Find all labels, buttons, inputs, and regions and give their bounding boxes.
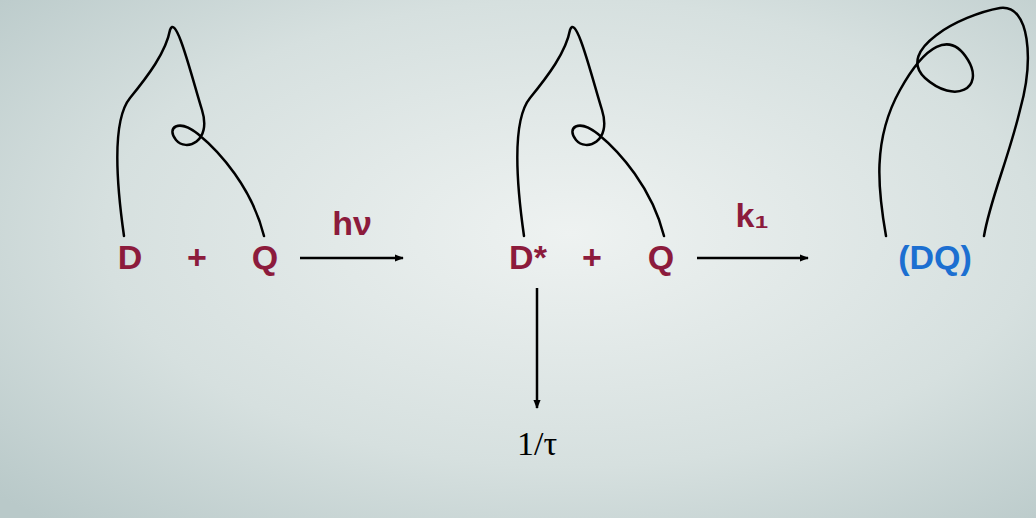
species-label: D (118, 239, 143, 276)
polymer-chain-looped (879, 8, 1027, 236)
reaction-arrow (300, 257, 403, 260)
plus-sign: + (582, 239, 602, 276)
decay-rate: 1/τ (517, 425, 557, 462)
polymer-chain (517, 27, 664, 236)
polymer-chain (117, 27, 264, 236)
species-label: Q (648, 239, 674, 276)
plus-sign: + (187, 239, 207, 276)
species-label: Q (252, 239, 278, 276)
complex-label: (DQ) (898, 239, 972, 276)
species-label: D* (509, 239, 547, 276)
reaction-arrow (697, 257, 808, 260)
decay-arrow (536, 288, 539, 408)
photon-label: hν (332, 205, 372, 242)
rate-constant: k₁ (736, 197, 769, 234)
